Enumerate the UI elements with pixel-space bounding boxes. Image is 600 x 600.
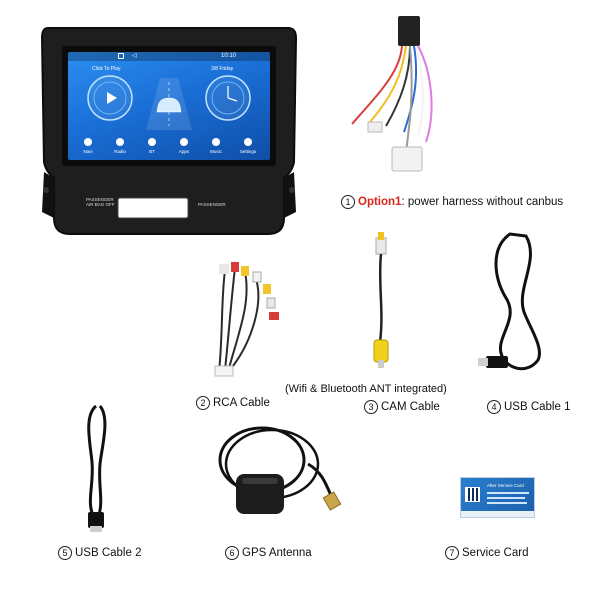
dock: Navi Radio BT Apps Music Settings (68, 149, 270, 157)
rca-cable-label: RCA Cable (213, 397, 270, 409)
number-badge: 3 (364, 400, 378, 414)
number-badge: 4 (487, 400, 501, 414)
status-time: 10:10 (220, 53, 236, 59)
status-bar: 10:10 ◁ (68, 52, 270, 61)
caption-3: 3 CAM Cable (364, 400, 440, 414)
power-harness-label: : power harness without canbus (401, 196, 564, 208)
usb-cable-2-image (87, 404, 107, 532)
option1-label: Option1 (358, 196, 402, 208)
cam-note: (Wifi & Bluetooth ANT integrated) (285, 383, 447, 395)
cam-cable-image (373, 232, 389, 368)
passenger-label: PASSENGER (198, 202, 226, 207)
dock-bt[interactable]: BT (149, 149, 155, 154)
play-icon (107, 92, 117, 104)
service-card-label: Service Card (462, 547, 529, 559)
head-unit: 10:10 ◁ Click To Play 3/8 Friday (38, 22, 300, 237)
car-icon (156, 97, 182, 113)
card-lines (487, 497, 525, 499)
dock-music[interactable]: Music (210, 149, 222, 154)
caption-5: 5 USB Cable 2 (58, 546, 141, 560)
passenger-airbag-label: PASSENGER AIR BAG OFF (86, 197, 115, 207)
caption-6: 6 GPS Antenna (225, 546, 312, 560)
dock-icons (84, 138, 252, 146)
card-lines (487, 502, 527, 504)
dock-radio[interactable]: Radio (114, 149, 126, 154)
service-card-image: After Service Card (460, 477, 535, 518)
card-lines (487, 492, 529, 494)
screen-widgets (84, 75, 252, 146)
home-icon[interactable] (118, 53, 124, 59)
qr-code-icon (465, 487, 480, 502)
service-card-title: After Service Card (487, 483, 524, 488)
number-badge: 1 (341, 195, 355, 209)
number-badge: 2 (196, 396, 210, 410)
cam-cable-label: CAM Cable (381, 401, 440, 413)
gps-antenna-label: GPS Antenna (242, 547, 312, 559)
dock-apps[interactable]: Apps (178, 149, 190, 154)
caption-7: 7 Service Card (445, 546, 528, 560)
screen[interactable]: 10:10 ◁ Click To Play 3/8 Friday (68, 52, 270, 160)
card-footer (461, 511, 534, 517)
dock-navi[interactable]: Navi (83, 149, 93, 154)
power-harness-image (351, 16, 433, 172)
gps-antenna-image (218, 426, 342, 514)
back-icon[interactable]: ◁ (132, 53, 137, 59)
dock-settings[interactable]: Settings (239, 149, 257, 154)
rca-cable-image (214, 262, 279, 377)
caption-2: 2 RCA Cable (196, 396, 270, 410)
usb-cable-2-label: USB Cable 2 (75, 547, 142, 559)
caption-1: 1 Option1: power harness without canbus (341, 195, 563, 209)
usb-cable-1-label: USB Cable 1 (504, 401, 571, 413)
number-badge: 6 (225, 546, 239, 560)
caption-4: 4 USB Cable 1 (487, 400, 570, 414)
widget-right-label: 3/8 Friday (211, 66, 234, 72)
number-badge: 5 (58, 546, 72, 560)
usb-cable-1-image (478, 232, 541, 371)
number-badge: 7 (445, 546, 459, 560)
widget-left-label: Click To Play (92, 66, 121, 72)
